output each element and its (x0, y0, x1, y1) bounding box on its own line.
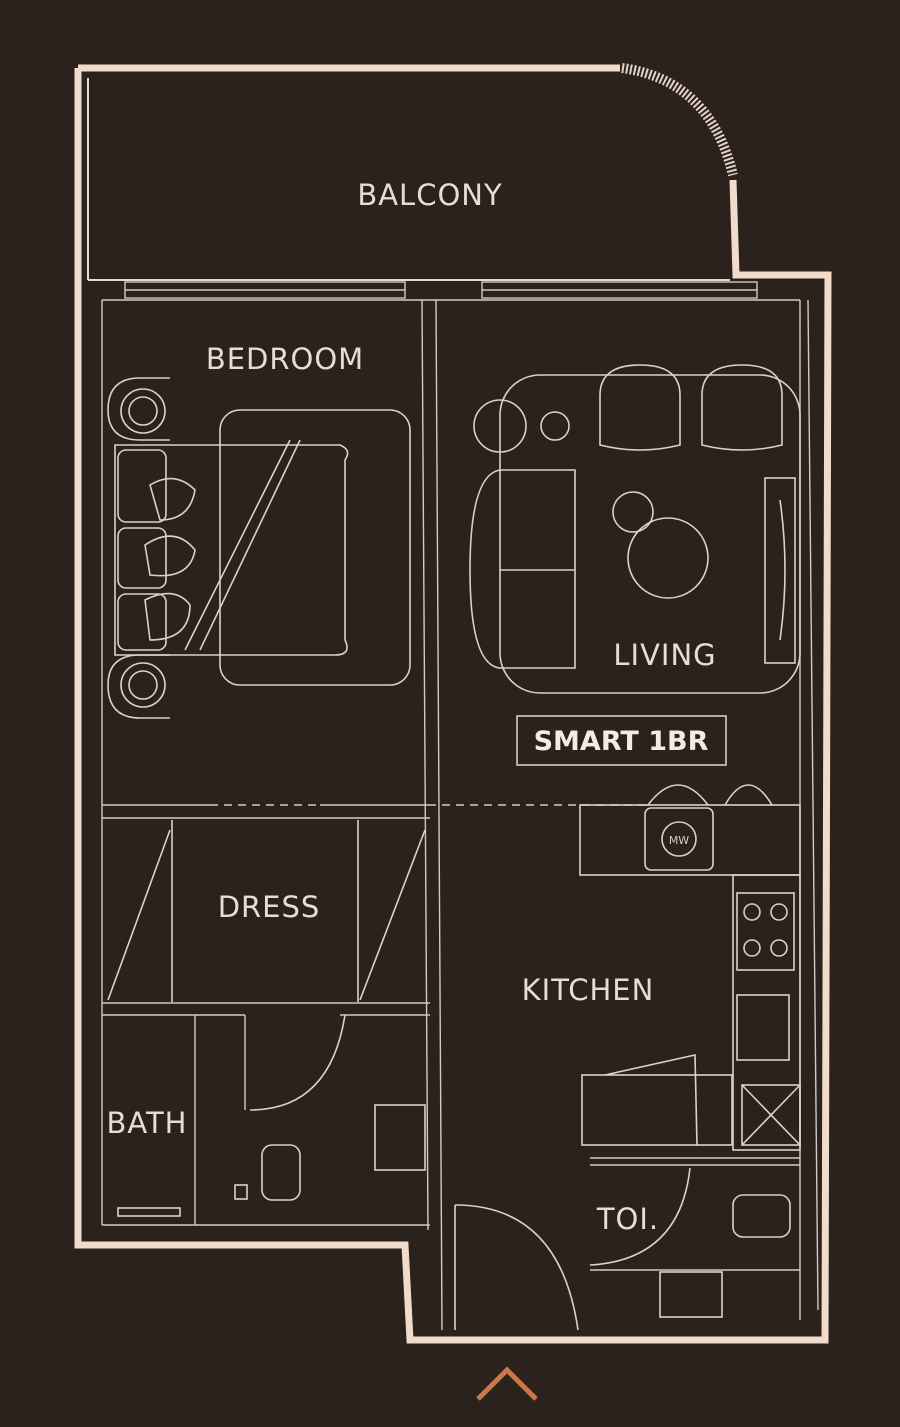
room-label-dress: DRESS (218, 890, 321, 924)
bed (114, 409, 411, 686)
living-furniture (469, 364, 801, 694)
unit-badge: SMART 1BR (516, 715, 727, 766)
outer-walls (74, 63, 832, 1344)
room-label-toilet: TOI. (596, 1202, 659, 1236)
room-label-kitchen: KITCHEN (522, 973, 655, 1007)
room-label-living: LIVING (613, 638, 716, 672)
room-label-bath: BATH (106, 1106, 187, 1140)
room-label-bedroom: BEDROOM (206, 342, 364, 376)
chevron-up-icon[interactable] (460, 1350, 555, 1410)
wardrobes (107, 820, 426, 1002)
toilet-fixtures (454, 1157, 800, 1331)
microwave-label: MW (669, 834, 689, 847)
nightstand-lamps (107, 377, 170, 719)
room-label-balcony: BALCONY (357, 178, 502, 212)
kitchen-fixtures (579, 784, 801, 1151)
bath-fixtures (117, 1014, 426, 1217)
inner-walls (87, 78, 819, 1331)
unit-badge-text: SMART 1BR (534, 726, 709, 757)
windows (124, 281, 758, 299)
